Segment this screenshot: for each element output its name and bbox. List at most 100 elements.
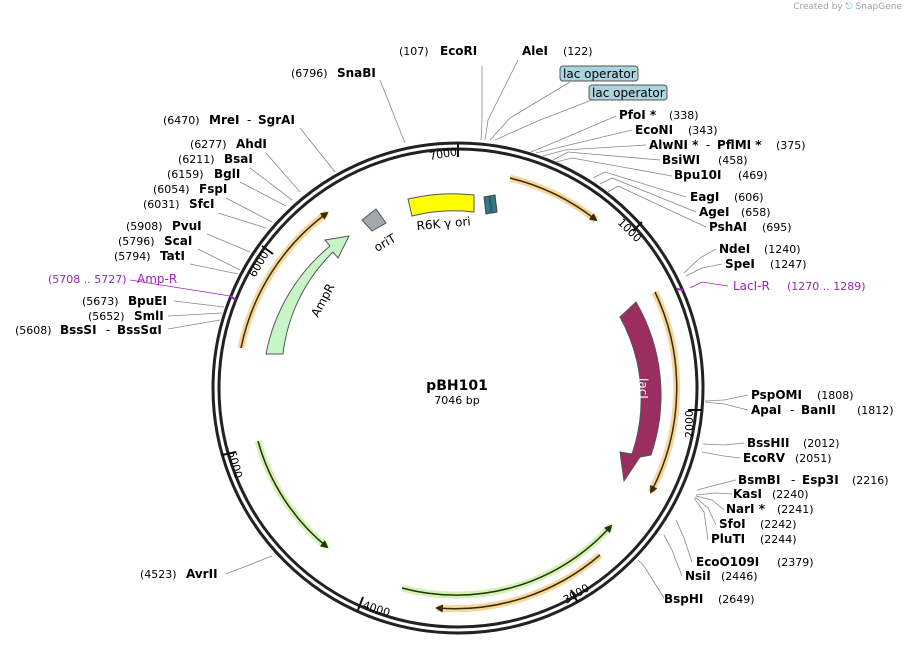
lac-operator-box-2 <box>588 84 668 101</box>
site-name-mrei: MreI <box>209 113 239 127</box>
laci-feature[interactable] <box>619 301 662 483</box>
orf-arc-left-orange <box>240 211 329 349</box>
leader-agei <box>599 177 697 213</box>
site-name-bpu10i: Bpu10I <box>674 168 721 182</box>
leader-fspi <box>225 197 273 223</box>
leader-pluti <box>693 497 709 541</box>
site-pos-agei: (658) <box>741 206 771 219</box>
site-pos-avrii: (4523) <box>140 568 177 581</box>
primer-range-ampr: (5708 .. 5727) <box>48 273 127 286</box>
lac-operator-box-1 <box>559 65 639 82</box>
orit-feature[interactable] <box>361 208 387 232</box>
leader-ampr-primer <box>129 279 231 297</box>
site-name2-bsssi: BssSαI <box>117 323 162 337</box>
site-name-ahdi: AhdI <box>236 137 267 151</box>
site-pos-scai: (5796) <box>118 235 155 248</box>
site-pos-sfci: (6031) <box>143 198 180 211</box>
leader-bpu10i <box>555 157 673 177</box>
orf-arcs <box>237 174 681 613</box>
r6k-ori-feature[interactable] <box>407 193 475 217</box>
leader-kasi <box>695 492 733 496</box>
leader-lacop2 <box>494 99 593 141</box>
leader-pfoi <box>530 115 617 153</box>
leader-bgli <box>239 181 287 207</box>
site-name-ecorv: EcoRV <box>743 451 786 465</box>
snapgene-logo-icon: ⎋ <box>845 2 853 12</box>
ampr-feature[interactable] <box>265 235 350 355</box>
tick-4000 <box>357 596 364 611</box>
site-name-eagi: EagI <box>690 190 719 204</box>
left-site-labels: (6796) SnaBI (6470) MreI - SgrAI (6277) … <box>15 66 376 581</box>
site-name-ecori: EcoRI <box>440 44 477 58</box>
site-pos-ndei: (1240) <box>764 243 801 256</box>
site-name-pspomi: PspOMI <box>751 388 802 402</box>
leader-pspomi <box>704 394 749 402</box>
site-pos-alei: (122) <box>563 45 593 58</box>
site-pos-nsii: (2446) <box>721 570 758 583</box>
site-pos-pvui: (5908) <box>126 220 163 233</box>
primer-label-ampr: Amp-R <box>137 272 177 286</box>
leader-bsai <box>249 167 293 201</box>
site-pos-fspi: (6054) <box>153 183 190 196</box>
leader-lacop1 <box>489 81 571 141</box>
site-name-tati: TatI <box>160 249 185 263</box>
leader-bsmbi <box>696 479 737 491</box>
laci-label: lacI <box>636 378 650 399</box>
leader-lines <box>129 59 749 599</box>
tick-label-1000: 1000 <box>615 216 644 245</box>
leader-tati <box>189 263 239 275</box>
leader-sfci <box>217 212 267 229</box>
site-name-alwni: AlwNI * <box>649 138 699 152</box>
site-name-alei: AleI <box>522 44 548 58</box>
orf-arc-bottom-orange <box>435 554 601 613</box>
ampr-label: AmpR <box>308 281 337 319</box>
site-name-bsiwi: BsiWI <box>662 153 700 167</box>
site-pos-snabi: (6796) <box>291 67 328 80</box>
orf-arc-right <box>650 291 678 494</box>
leader-bpuei <box>173 300 225 308</box>
lac-operator-label-2: lac operator <box>592 86 665 100</box>
site-pos-ahdi: (6277) <box>190 138 227 151</box>
site-pos-mrei: (6470) <box>163 114 200 127</box>
leader-econi <box>535 129 633 154</box>
site-name-sfoi: SfoI <box>719 517 746 531</box>
leader-bsiwi <box>552 151 661 161</box>
leader-bsshii <box>702 442 745 446</box>
right-site-labels: PfoI * (338) EcoNI (343) AlwNI * - PflMI… <box>619 108 894 606</box>
credit-brand: SnapGene <box>855 2 902 12</box>
site-pos-pshai: (695) <box>762 221 792 234</box>
tick-label-7000: 7000 <box>428 145 458 163</box>
site-name-spei: SpeI <box>725 257 755 271</box>
site-pos-tati: (5794) <box>114 250 151 263</box>
lac-operator-label-1: lac operator <box>563 67 636 81</box>
site-name-pfoi: PfoI * <box>619 108 657 122</box>
site-sep-apai: - <box>790 403 794 417</box>
leader-ahdi <box>265 152 301 193</box>
leader-alwni <box>542 144 647 157</box>
site-pos-bpu10i: (469) <box>738 169 768 182</box>
leader-ecoo109i <box>675 519 693 563</box>
orit-label: oriT <box>372 231 399 255</box>
site-pos-bsai: (6211) <box>178 153 215 166</box>
site-name2-apai: BanII <box>801 403 836 417</box>
site-pos-bsphi: (2649) <box>718 593 755 606</box>
top-site-labels: (107) EcoRI AleI (122) <box>399 44 593 58</box>
snapgene-credit: Created by ⎋ SnapGene <box>793 2 902 12</box>
leader-ecorv <box>701 451 741 459</box>
leader-nari <box>695 495 725 511</box>
site-pos-bsshii: (2012) <box>803 437 840 450</box>
lac-operator-labels: lac operator lac operator <box>559 65 668 101</box>
site-pos-ecoo109i: (2379) <box>777 556 814 569</box>
site-pos-bsssi: (5608) <box>15 324 52 337</box>
leader-pshai <box>607 185 707 228</box>
site-sep-bsmbi: - <box>791 473 795 487</box>
site-sep-alwni: - <box>706 138 710 152</box>
site-name-bsshii: BssHII <box>747 436 789 450</box>
site-pos-alwni: (375) <box>776 139 806 152</box>
site-name-sfci: SfcI <box>189 197 214 211</box>
site-name-bsai: BsaI <box>224 152 253 166</box>
site-pos-pluti: (2244) <box>760 533 797 546</box>
site-name-kasi: KasI <box>733 487 762 501</box>
leader-pvui <box>206 233 251 253</box>
